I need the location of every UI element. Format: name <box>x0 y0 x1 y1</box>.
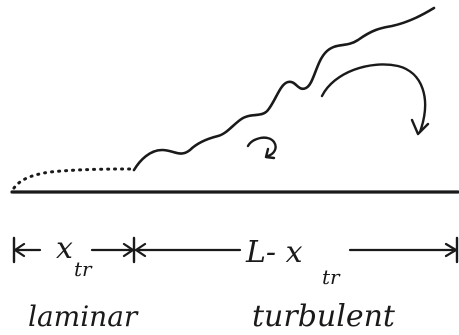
turbulent-boundary-edge <box>134 8 434 170</box>
turbulent-length-sub-label: tr <box>322 265 341 289</box>
laminar-region-label: laminar <box>28 300 139 333</box>
turbulent-region-label: turbulent <box>252 299 396 334</box>
small-eddy-curve <box>248 138 276 156</box>
laminar-boundary-dotted <box>14 169 134 188</box>
large-eddy-curve <box>322 64 425 132</box>
laminar-length-main-label: x <box>56 231 73 266</box>
laminar-length-sub-label: tr <box>74 257 93 281</box>
turbulent-length-main-label: L- x <box>245 235 303 270</box>
large-eddy-arrowhead <box>412 120 428 134</box>
